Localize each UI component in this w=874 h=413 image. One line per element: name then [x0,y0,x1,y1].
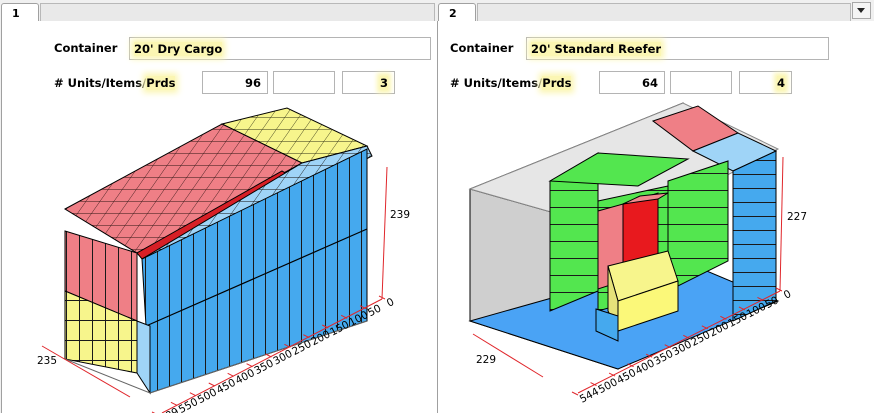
items-field[interactable] [670,71,732,94]
units-items-prds-label: # Units/Items/Prds [54,76,176,90]
axis-tick-label: 0 [385,296,397,310]
axis-width-label: 229 [476,354,496,366]
axis-tick-mark [246,363,253,368]
units-label-prds: Prds [542,76,572,90]
axis-tick-label: 50 [763,294,780,311]
tab-2[interactable]: 2 [438,3,476,23]
container-label: Container [450,41,514,55]
axis-height-label: 227 [787,211,807,223]
prds-value: 3 [379,76,388,90]
axis-height-label: 239 [390,209,410,221]
axis-tick-mark [208,382,215,387]
container-field[interactable]: 20' Dry Cargo [129,37,431,60]
axis-tick-label: 0 [782,288,794,302]
axis-tick-mark [322,324,329,329]
axis-tick-label: 50 [366,302,383,319]
axis-tick-mark [775,287,783,292]
container-value: 20' Standard Reefer [531,42,662,56]
prds-field[interactable]: 3 [342,71,395,94]
units-items-prds-label: # Units/Items/Prds [450,76,572,90]
axis-tick-mark [284,343,291,348]
prds-field[interactable]: 4 [739,71,792,94]
axis-tick-mark [738,306,746,311]
axis-tick-mark [683,334,690,339]
tab-2-header-fill [477,3,851,22]
units-field[interactable]: 64 [599,71,665,94]
axis-tick-mark [359,305,367,310]
axis-tick-mark [664,344,671,349]
units-label-prds: Prds [146,76,176,90]
axis-tick-mark [571,391,579,396]
units-value: 64 [641,76,658,90]
container-field[interactable]: 20' Standard Reefer [526,37,829,60]
axis-tick-mark [701,325,709,330]
axis-tick-mark [265,353,272,358]
dropdown-button[interactable] [852,2,871,19]
units-label-prefix: # Units/Items/ [54,76,147,90]
units-value: 96 [244,76,261,90]
tab-1-label: 1 [12,7,20,20]
axis-tick-mark [627,363,634,368]
panel-1: Container 20' Dry Cargo # Units/Items/Pr… [1,21,437,413]
axis-tick-mark [227,372,234,377]
tab-1-header-fill [40,3,435,22]
axis-tick-mark [757,297,764,301]
block-green-right [667,160,729,292]
tab-1[interactable]: 1 [1,3,39,23]
axis-tick-mark [378,295,386,300]
cargo-front-blue-corner [136,320,151,395]
axis-tick-mark [170,401,178,406]
container-3d-view-1[interactable]: 239 235 05010015020025030035040045050055… [2,21,437,413]
axis-lines [472,156,784,394]
units-label-prefix: # Units/Items/ [450,76,543,90]
items-field[interactable] [273,71,335,94]
container-value: 20' Dry Cargo [134,42,223,56]
axis-tick-label: 589 [158,406,181,413]
axis-tick-mark [645,353,653,358]
axis-tick-mark [608,372,616,377]
axis-width-label: 235 [37,355,57,367]
block-blue-low [595,308,619,342]
units-field[interactable]: 96 [202,71,268,94]
axis-lines [41,166,388,413]
panel-2: Container 20' Standard Reefer # Units/It… [437,21,874,413]
chevron-down-icon [857,8,865,13]
tab-strip: 1 2 [0,0,874,23]
axis-tick-mark [189,392,197,397]
container-3d-view-2[interactable]: 227 229 05010015020025030035040045050054… [438,21,874,413]
prds-value: 4 [776,76,785,90]
tab-2-label: 2 [449,7,457,20]
block-green-top [548,152,690,187]
container-label: Container [54,41,118,55]
axis-tick-mark [303,334,310,339]
block-red-top [622,192,669,205]
axis-tick-mark [590,382,597,386]
axis-tick-mark [720,315,727,320]
axis-tick-mark [340,314,348,319]
block-right-blue [732,150,777,322]
